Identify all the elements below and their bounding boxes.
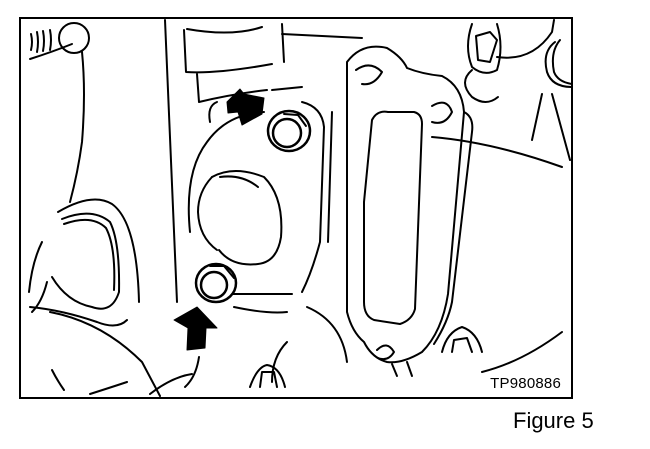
ribbed-boss	[29, 22, 90, 203]
upper-housing	[183, 23, 363, 123]
figure-caption: Figure 5	[513, 408, 594, 433]
arrow-down-right-icon	[226, 88, 265, 126]
round-port	[28, 198, 140, 327]
gasket-plate	[346, 45, 474, 377]
figure-code: TP980886	[488, 375, 563, 392]
housing-edge-line	[164, 19, 178, 303]
thermostat-housing-illustration	[28, 19, 571, 397]
figure-frame: TP980886	[19, 17, 573, 399]
thermostat-housing	[187, 101, 333, 293]
top-right-bolt	[431, 19, 571, 168]
arrow-up-icon	[173, 306, 218, 351]
upper-bolt	[266, 109, 312, 153]
lower-right-bolt	[441, 326, 563, 373]
lower-bolt	[194, 262, 293, 304]
lower-housing	[49, 306, 348, 397]
